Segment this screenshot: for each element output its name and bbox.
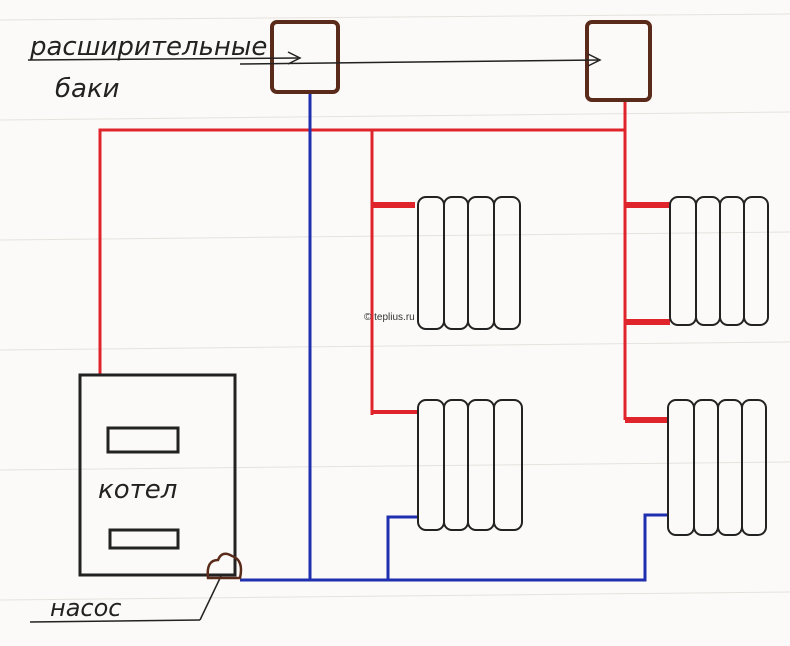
pump-label: насос bbox=[50, 594, 121, 622]
radiator-right-top bbox=[669, 196, 769, 326]
pump-icon bbox=[206, 552, 243, 580]
radiator-right-bottom bbox=[667, 399, 767, 536]
tanks-label-line2: баки bbox=[55, 74, 120, 104]
radiator-left-top bbox=[417, 196, 521, 330]
boiler-label: котел bbox=[98, 475, 177, 505]
background-lines bbox=[0, 13, 790, 601]
radiator-left-bottom bbox=[417, 399, 523, 531]
expansion-tank-1 bbox=[270, 20, 340, 94]
return-pipes bbox=[240, 92, 668, 582]
supply-pipes bbox=[98, 100, 670, 423]
expansion-tank-2 bbox=[585, 20, 652, 102]
boiler-window-top bbox=[106, 426, 180, 454]
boiler bbox=[78, 373, 237, 577]
watermark: © teplius.ru bbox=[364, 312, 415, 323]
label-arrows bbox=[27, 51, 602, 623]
radiators bbox=[417, 196, 769, 536]
boiler-window-bottom bbox=[108, 528, 180, 550]
tanks-label-line1: расширительные bbox=[29, 32, 267, 62]
